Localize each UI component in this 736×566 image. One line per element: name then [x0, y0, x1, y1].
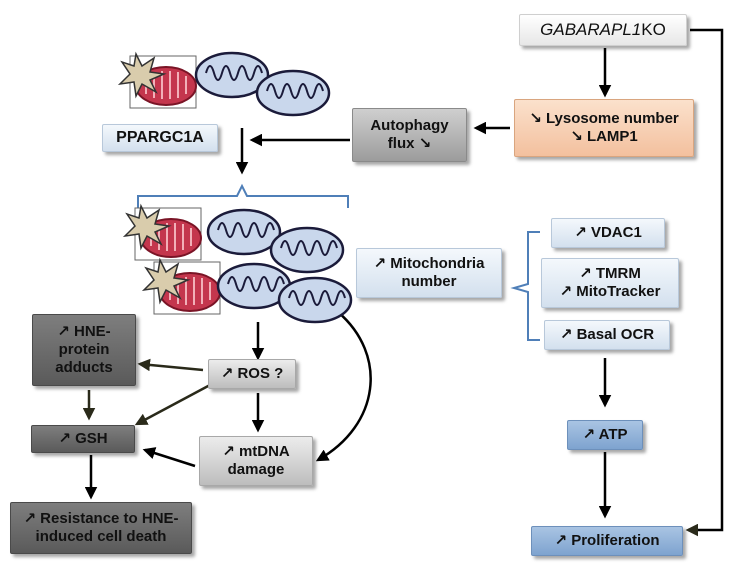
damaged-mitochondrion-icon — [143, 259, 221, 315]
arrow-ros-to-gsh — [134, 383, 211, 426]
autophagy-box: Autophagy flux ↘ — [352, 108, 467, 162]
damaged-mitochondrion-icon — [124, 205, 202, 261]
damaged-mitochondrion-icon — [119, 53, 197, 109]
hne-adducts-box: ↗ HNE- protein adducts — [32, 314, 136, 386]
basal-ocr-box: ↗ Basal OCR — [544, 320, 670, 350]
atp-box: ↗ ATP — [567, 420, 643, 450]
mitochondrion-icon — [255, 69, 331, 117]
vdac1-box: ↗ VDAC1 — [551, 218, 665, 248]
mito-number-box: ↗ Mitochondria number — [356, 248, 502, 298]
mitochondrion-icon — [269, 226, 345, 274]
lysosome-box: ↘ Lysosome number ↘ LAMP1 — [514, 99, 694, 157]
gabarapl1-ko-box: GABARAPL1 KO — [519, 14, 687, 46]
tmrm-box: ↗ TMRM ↗ MitoTracker — [541, 258, 679, 308]
mito-group-bracket — [137, 183, 349, 208]
ros-box: ↗ ROS ? — [208, 359, 296, 389]
mtdna-damage-box: ↗ mtDNA damage — [199, 436, 313, 486]
ko-label: KO — [641, 20, 666, 39]
gene-name: GABARAPL1 — [540, 20, 642, 39]
ppargc1a-box: PPARGC1A — [102, 124, 218, 152]
mitochondrion-icon — [277, 276, 353, 324]
gsh-box: ↗ GSH — [31, 425, 135, 453]
arrow-ko-to-proliferation — [685, 28, 724, 537]
resistance-box: ↗ Resistance to HNE- induced cell death — [10, 502, 192, 554]
arrow-mtdna-to-gsh — [142, 447, 196, 468]
mito-readout-bracket — [510, 231, 540, 341]
arrow-ros-to-hne — [137, 358, 204, 372]
mitochondrion-icon — [206, 208, 282, 256]
proliferation-box: ↗ Proliferation — [531, 526, 683, 556]
arrow-mito-to-mtdna — [315, 311, 372, 462]
